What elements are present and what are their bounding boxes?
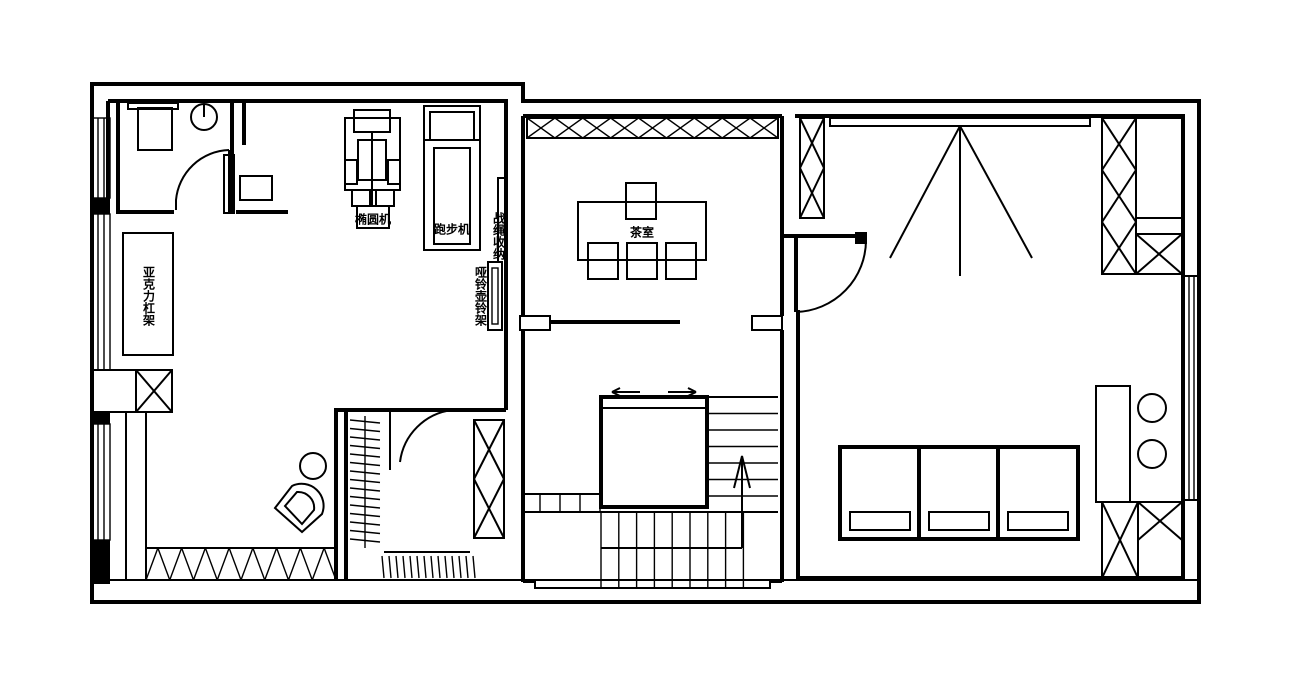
cabinet-zigzag-line [169,547,183,581]
cabinet-cross-line [554,117,584,139]
side-table [1095,385,1183,579]
bottom-cabinet [145,547,337,581]
cabinet-zigzag-line [323,547,337,581]
bottom-cabinet-pattern [145,547,337,581]
cabinet-zigzag-line [145,547,159,581]
hanger-line [402,555,406,579]
right-room [782,117,1200,501]
cabinet-cross-line [666,117,695,139]
stair-steps [539,412,778,588]
closet [334,408,506,580]
cabinet-zigzag-line [275,547,290,581]
sofa [838,445,1080,541]
hanger-line [416,555,420,579]
cabinet-zigzag-line [157,547,171,581]
hanger-line [381,555,385,579]
bathroom [116,101,288,214]
elliptical-label: 椭圆机 [355,212,391,227]
left-window [91,117,111,584]
cabinet-cross-line [610,117,639,139]
cabinet-zigzag-line [252,547,266,581]
cabinet-zigzag-line [299,547,313,581]
elliptical-machine [344,109,401,229]
hanger-line [430,555,434,579]
cabinet-cross-line [638,117,667,139]
weight-rack [122,232,174,356]
cabinet-zigzag-line [264,547,278,581]
cabinet-zigzag-line [180,547,195,581]
hanger-line [472,555,476,579]
treadmill-label: 跑步机 [434,222,470,237]
dumbbell-rack-label: 哑铃壶铃架 [474,266,488,327]
cabinet-zigzag-line [204,547,218,581]
cabinet-zigzag-line [240,547,254,581]
cabinet-cross-line [749,117,779,139]
closet-hangers [349,416,476,579]
left-column-cabinet [91,369,173,580]
hanger-line [437,555,441,579]
dumbbell-rack [487,177,506,331]
cabinet-cross-line [582,117,612,139]
hanger-line [409,555,413,579]
cabinet-cross-line [526,117,556,139]
hanger-line [465,555,469,579]
stair-hall [521,330,784,589]
tea-room [519,116,784,331]
hanger-line [451,555,455,579]
tea-cabinet-pattern [526,117,779,139]
hanger-line [458,555,462,579]
hanger-line [423,555,427,579]
hanger-line [444,555,448,579]
cabinet-zigzag-line [216,547,230,581]
outer-walls [90,82,1201,604]
treadmill [423,105,481,251]
cabinet-cross-line [693,117,723,139]
cabinet-zigzag-line [311,547,325,581]
cabinet-zigzag-line [228,547,242,581]
hanger-line [388,555,392,579]
hanger-line [395,555,399,579]
battle-rope-label: 战绳收纳 [492,211,506,261]
lounge-chair [273,452,327,534]
weight-rack-label: 亚克力杠架 [142,266,156,327]
cabinet-cross-line [721,117,751,139]
cabinet-zigzag-line [192,547,207,581]
tea-room-label: 茶室 [629,225,654,240]
right-cabinet [1101,117,1183,275]
cabinet-zigzag-line [287,547,302,581]
